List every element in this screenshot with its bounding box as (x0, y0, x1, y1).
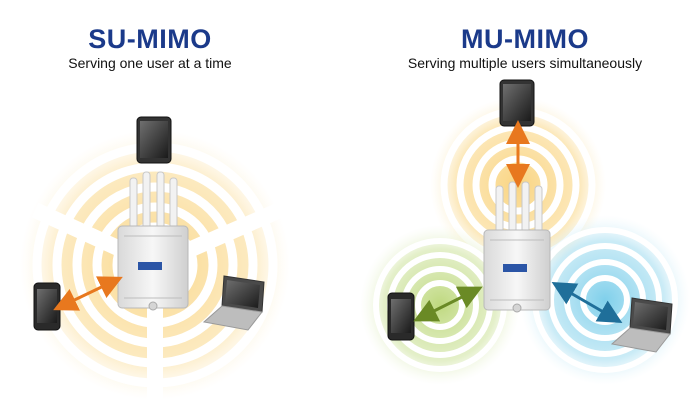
su-laptop-icon (202, 275, 265, 331)
mu-mimo-subtitle: Serving multiple users simultaneously (407, 55, 643, 71)
su-mimo-subtitle: Serving one user at a time (68, 55, 232, 71)
su-access-point-icon (117, 171, 189, 311)
su-link-arrow (53, 276, 123, 311)
mu-link-arrow-left (413, 286, 483, 322)
su-tablet-icon (136, 116, 172, 164)
mu-access-point-icon (483, 181, 551, 313)
mu-laptop-icon (610, 297, 673, 353)
su-phone-icon (33, 282, 61, 331)
mu-phone-icon (387, 292, 415, 341)
su-mimo-title: SU-MIMO (88, 24, 212, 54)
mu-link-arrow-right (551, 281, 623, 324)
mu-mimo-title: MU-MIMO (461, 24, 589, 54)
mu-tablet-icon (499, 79, 535, 127)
